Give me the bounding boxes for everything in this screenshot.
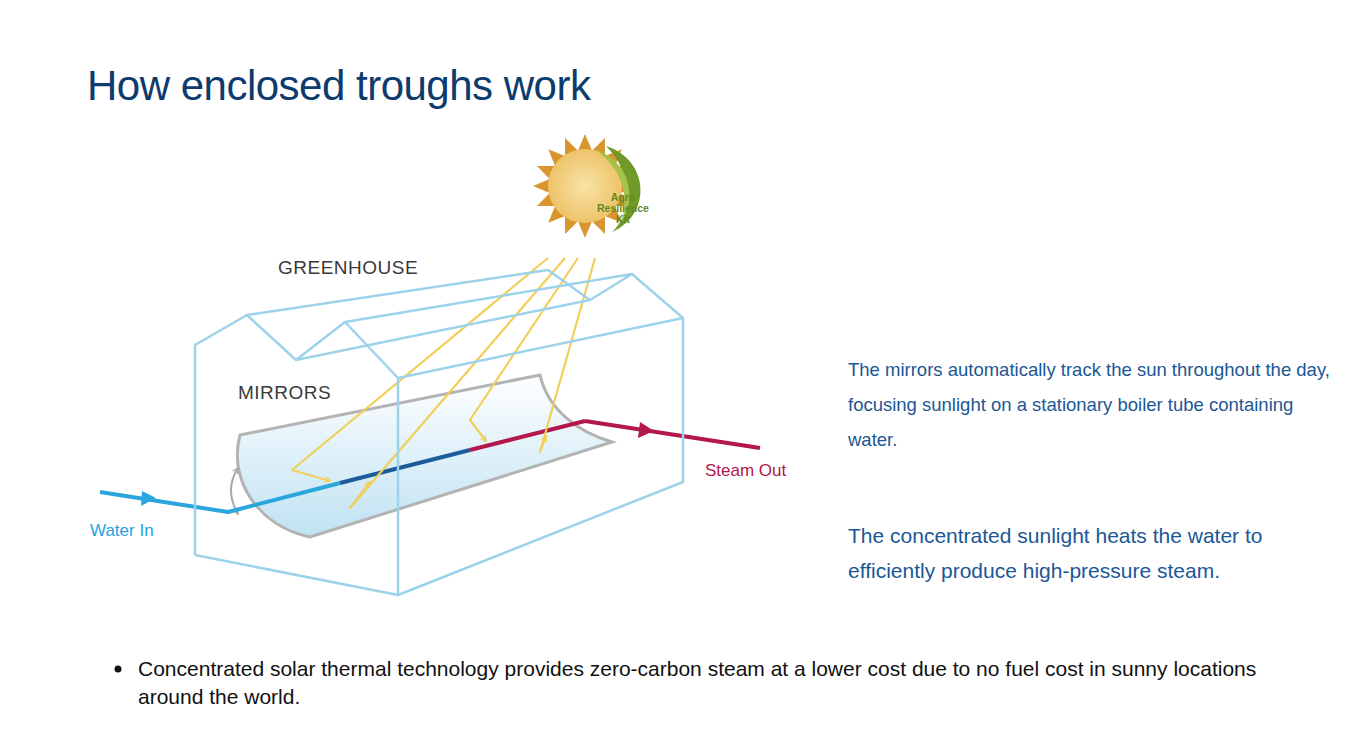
sun-rays-lines xyxy=(292,258,595,508)
part-label: MIRRORS xyxy=(238,382,331,404)
light-ray xyxy=(292,258,548,481)
greenhouse-edge xyxy=(296,300,590,360)
greenhouse-frame xyxy=(195,270,683,595)
description-text: The concentrated sunlight heats the wate… xyxy=(848,518,1338,588)
rotation-arrow xyxy=(231,468,238,514)
greenhouse-edge xyxy=(398,318,683,378)
pipe-segment xyxy=(100,483,340,512)
pipe-segment xyxy=(585,421,760,448)
slide-title: How enclosed troughs work xyxy=(87,62,590,110)
part-label: GREENHOUSE xyxy=(278,257,418,279)
description-text: The mirrors automatically track the sun … xyxy=(848,352,1338,457)
tracking-arrow xyxy=(231,468,238,514)
logo-text: Agro Resilience Kit xyxy=(590,192,656,225)
flow-label: Steam Out xyxy=(705,461,786,481)
bullet-dot xyxy=(115,666,122,673)
flow-arrow xyxy=(638,422,654,438)
greenhouse-edge xyxy=(398,270,683,595)
flow-label: Water In xyxy=(90,521,154,541)
boiler-pipe xyxy=(100,421,760,512)
pipe-segment xyxy=(340,450,470,483)
bullet-note: Concentrated solar thermal technology pr… xyxy=(138,655,1318,711)
pipe-segment xyxy=(470,421,585,450)
greenhouse-edge xyxy=(195,315,398,595)
flow-arrow xyxy=(141,491,156,506)
